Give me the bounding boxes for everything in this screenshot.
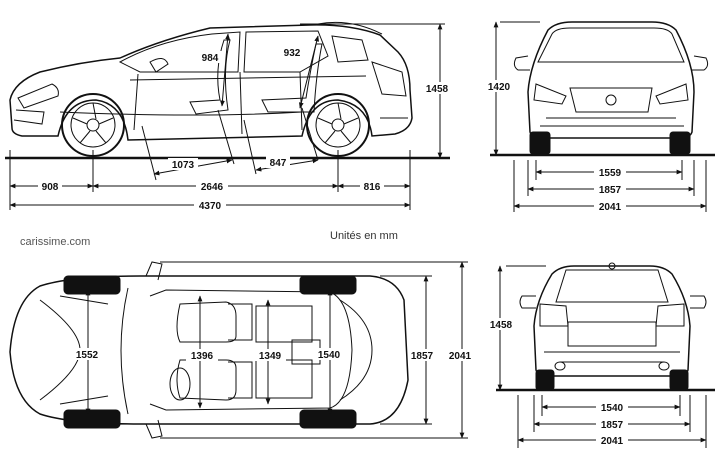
top-front-shoulder: 1396 (191, 351, 214, 362)
front-wheel (61, 93, 125, 157)
rear-view-labels: 1458 1540 1857 2041 (486, 318, 628, 447)
rear-wheel (306, 93, 370, 157)
side-headroom-front: 984 (202, 53, 219, 64)
top-rear-shoulder: 1349 (259, 351, 282, 362)
side-headroom-rear: 932 (284, 48, 301, 59)
top-front-track-inner: 1552 (76, 350, 99, 361)
top-rear-track-inner: 1540 (318, 350, 341, 361)
rear-track: 1540 (601, 403, 624, 414)
side-front-overhang: 908 (42, 182, 59, 193)
front-view-labels: 1420 1559 1857 2041 (484, 80, 626, 213)
front-width-mirrors: 2041 (599, 202, 622, 213)
front-height: 1420 (488, 82, 511, 93)
brand-watermark: carissime.com (20, 236, 91, 248)
front-width: 1857 (599, 185, 622, 196)
rear-width-mirrors: 2041 (601, 436, 624, 447)
rear-view (496, 262, 715, 448)
front-track: 1559 (599, 168, 622, 179)
side-wheelbase: 2646 (201, 182, 224, 193)
rear-width: 1857 (601, 420, 624, 431)
side-length: 4370 (199, 201, 222, 212)
side-rear-overhang: 816 (364, 182, 381, 193)
units-caption: Unités en mm (330, 230, 398, 242)
top-view (9, 261, 468, 439)
top-view-labels: 1552 1396 1349 1540 1857 2041 (72, 348, 476, 362)
side-legroom-rear: 847 (270, 158, 287, 169)
side-view-labels: 984 932 1458 1073 847 908 2646 816 4370 (38, 46, 452, 212)
top-width-mirrors: 2041 (449, 351, 472, 362)
side-legroom-front: 1073 (172, 160, 195, 171)
rear-height: 1458 (490, 320, 513, 331)
top-width: 1857 (411, 351, 434, 362)
side-height: 1458 (426, 84, 449, 95)
